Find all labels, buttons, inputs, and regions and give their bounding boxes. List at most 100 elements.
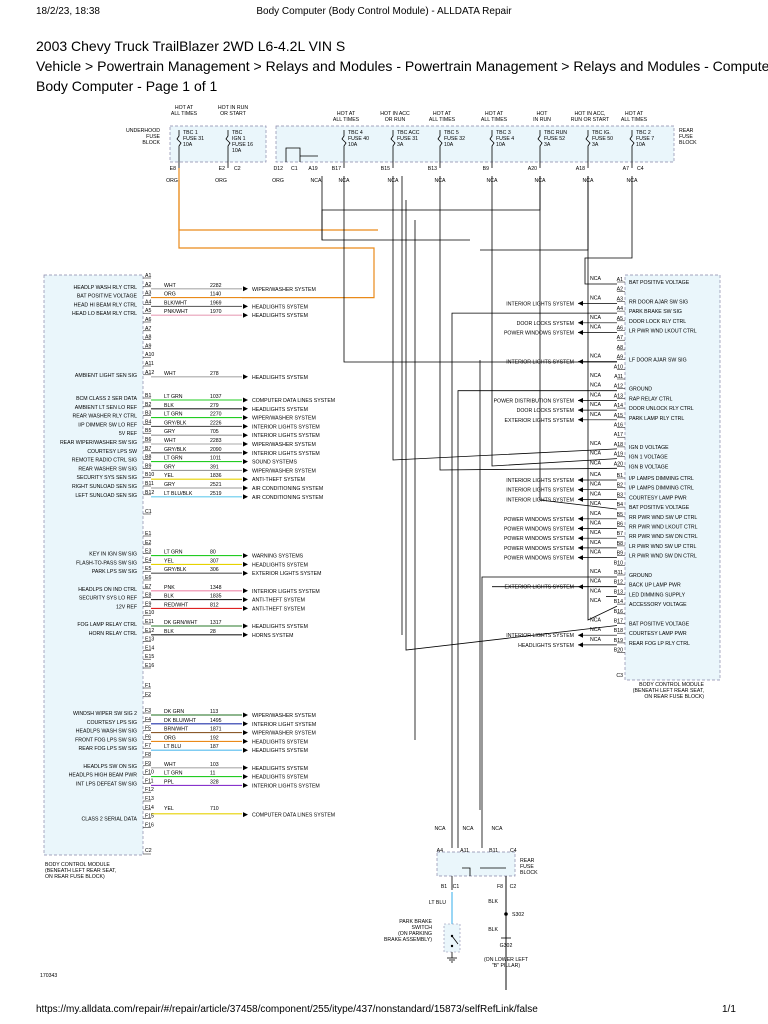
underhood-fuse-block bbox=[169, 125, 267, 163]
rear-fuse-3-symbol bbox=[437, 130, 443, 168]
left-pin-A2: A2 bbox=[145, 282, 151, 288]
bottom-block-label: REAR bbox=[520, 858, 535, 864]
right-signal-B17: BAT POSITIVE VOLTAGE bbox=[629, 622, 690, 628]
right-pin-A12: A12 bbox=[614, 384, 623, 390]
left-pin-B12: B12 bbox=[145, 490, 154, 496]
rear-fuse-5-supply-label: IN RUN bbox=[533, 117, 551, 123]
footer-url[interactable]: https://my.alldata.com/repair/#/repair/a… bbox=[36, 1004, 538, 1015]
breadcrumb[interactable]: Vehicle > Powertrain Management > Relays… bbox=[36, 58, 768, 74]
underhood-fuse-pin: E2 bbox=[219, 166, 225, 172]
left-pin-E5: E5 bbox=[145, 566, 151, 572]
right-bcm-caption: BODY CONTROL MODULE bbox=[639, 682, 704, 688]
rear-fuse-2-supply-label: OR RUN bbox=[385, 117, 406, 123]
arrow-icon bbox=[243, 605, 248, 611]
left-dest-B1: COMPUTER DATA LINES SYSTEM bbox=[252, 398, 335, 404]
wire-color-label: NCA bbox=[590, 511, 601, 517]
circuit-number: 307 bbox=[210, 558, 219, 564]
wire-color-label: ORG bbox=[166, 178, 178, 184]
right-signal-A19: IGN 1 VOLTAGE bbox=[629, 455, 668, 461]
right-signal-B14: ACCESSORY VOLTAGE bbox=[629, 602, 687, 608]
left-dest-E3: WARNING SYSTEMS bbox=[252, 554, 304, 560]
left-dest-F3: WIPER/WASHER SYSTEM bbox=[252, 713, 316, 719]
ground-label: G302 bbox=[500, 943, 513, 949]
circuit-number: 2283 bbox=[210, 438, 222, 444]
arrow-icon bbox=[578, 407, 583, 413]
rear-fuse-6-supply-label: HOT IN ACC, bbox=[574, 111, 605, 117]
connector-label: C4 bbox=[510, 848, 517, 854]
left-dest-F15: COMPUTER DATA LINES SYSTEM bbox=[252, 813, 335, 819]
wire-color-label: BLK bbox=[488, 927, 498, 933]
right-pin-A8: A8 bbox=[617, 345, 623, 351]
right-pin-A15: A15 bbox=[614, 413, 623, 419]
splice-s302 bbox=[504, 912, 508, 916]
circuit-number: 192 bbox=[210, 735, 219, 741]
wire-color-label: DK GRN bbox=[164, 709, 184, 715]
park-brake-switch-label: BRAKE ASSEMBLY) bbox=[384, 937, 432, 943]
arrow-icon bbox=[243, 765, 248, 771]
left-signal-B12: LEFT SUNLOAD SEN SIG bbox=[75, 493, 137, 499]
wire-color-label: NCA bbox=[590, 451, 601, 457]
left-signal-A3: BAT POSITIVE VOLTAGE bbox=[77, 294, 138, 300]
right-signal-B12: BACK UP LAMP PWR bbox=[629, 583, 681, 589]
arrow-icon bbox=[243, 423, 248, 429]
circuit-number: 1037 bbox=[210, 394, 222, 400]
left-signal-E4: FLASH-TO-PASS SW SIG bbox=[76, 560, 137, 566]
arrow-icon bbox=[243, 406, 248, 412]
rear-fuse-4-supply-label: ALL TIMES bbox=[481, 117, 508, 123]
rear-fuse-6-name: 3A bbox=[592, 142, 599, 148]
arrow-icon bbox=[578, 320, 583, 326]
right-dest-A13: POWER DISTRIBUTION SYSTEM bbox=[494, 398, 574, 404]
right-pin-B13: B13 bbox=[614, 589, 623, 595]
wire-color-label: NCA bbox=[590, 627, 601, 633]
circuit-number: 2519 bbox=[210, 491, 222, 497]
wire-color-label: WHT bbox=[164, 438, 177, 444]
left-signal-E7: HEADLPS ON IND CTRL bbox=[78, 587, 137, 593]
left-pin-A11: A11 bbox=[145, 361, 154, 367]
bottom-block-label: FUSE bbox=[520, 864, 534, 870]
arrow-icon bbox=[243, 485, 248, 491]
left-signal-B9: REAR WASHER SW SIG bbox=[78, 466, 137, 472]
left-dest-B3: WIPER/WASHER SYSTEM bbox=[252, 416, 316, 422]
right-pin-A6: A6 bbox=[617, 326, 623, 332]
left-pin-B5: B5 bbox=[145, 428, 151, 434]
right-pin-B11: B11 bbox=[614, 570, 623, 576]
rear-fuse-pin: B9 bbox=[483, 166, 489, 172]
rear-fuse-3-supply-label: ALL TIMES bbox=[429, 117, 456, 123]
circuit-number: 278 bbox=[210, 371, 219, 377]
wire-color-label: YEL bbox=[164, 806, 174, 812]
arrow-icon bbox=[243, 441, 248, 447]
connector-label: C2 bbox=[234, 166, 241, 172]
rear-fuse-6-name: FUSE 50 bbox=[592, 136, 613, 142]
wire-color-label: NCA bbox=[590, 325, 601, 331]
left-signal-B6: REAR WIPER/WASHER SW SIG bbox=[60, 440, 137, 446]
wire-color-label: NCA bbox=[492, 826, 503, 832]
left-pin-B8: B8 bbox=[145, 455, 151, 461]
left-dest-F6: HEADLIGHTS SYSTEM bbox=[252, 739, 308, 745]
left-pin-F12: F12 bbox=[145, 787, 154, 793]
left-pin-A6: A6 bbox=[145, 317, 151, 323]
left-signal-F11: INT LPS DEFEAT SW SIG bbox=[76, 781, 137, 787]
feed-wire-A1 bbox=[584, 176, 633, 285]
arrow-icon bbox=[578, 496, 583, 502]
circuit-number: 1348 bbox=[210, 585, 222, 591]
feed-wire bbox=[480, 176, 589, 251]
right-signal-A13: RAP RELAY CTRL bbox=[629, 396, 673, 402]
rear-fuse-3-name: FUSE 32 bbox=[444, 136, 465, 142]
wire-color-label: ORG bbox=[272, 178, 284, 184]
left-pin-A4: A4 bbox=[145, 299, 151, 305]
wire-color-label: ORG bbox=[164, 292, 176, 298]
right-dest-B9: POWER WINDOWS SYSTEM bbox=[504, 556, 574, 562]
right-pin-A16: A16 bbox=[614, 423, 623, 429]
left-bcm-box bbox=[43, 274, 144, 856]
wire-color-label: NCA bbox=[590, 579, 601, 585]
rear-fuse-5-name: 3A bbox=[544, 142, 551, 148]
underhood-fuse-2-fuse-symbol bbox=[225, 130, 231, 168]
left-pin-F5: F5 bbox=[145, 726, 151, 732]
underhood-block-label: UNDERHOOD bbox=[126, 128, 160, 134]
arrow-icon bbox=[578, 642, 583, 648]
left-pin-B9: B9 bbox=[145, 463, 151, 469]
right-pin-B17: B17 bbox=[614, 619, 623, 625]
left-pin-E9: E9 bbox=[145, 601, 151, 607]
arrow-icon bbox=[243, 476, 248, 482]
left-dest-A4: HEADLIGHTS SYSTEM bbox=[252, 304, 308, 310]
